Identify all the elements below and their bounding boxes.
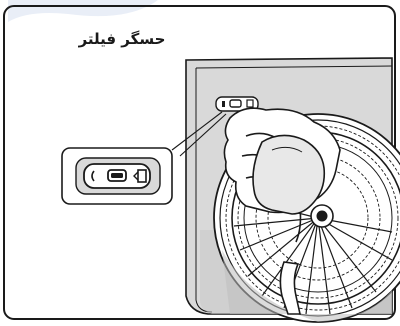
cloth-icon [253, 135, 324, 214]
sensor-callout [62, 148, 172, 204]
filter-sensor-label: حسگر فیلتر [58, 30, 186, 48]
